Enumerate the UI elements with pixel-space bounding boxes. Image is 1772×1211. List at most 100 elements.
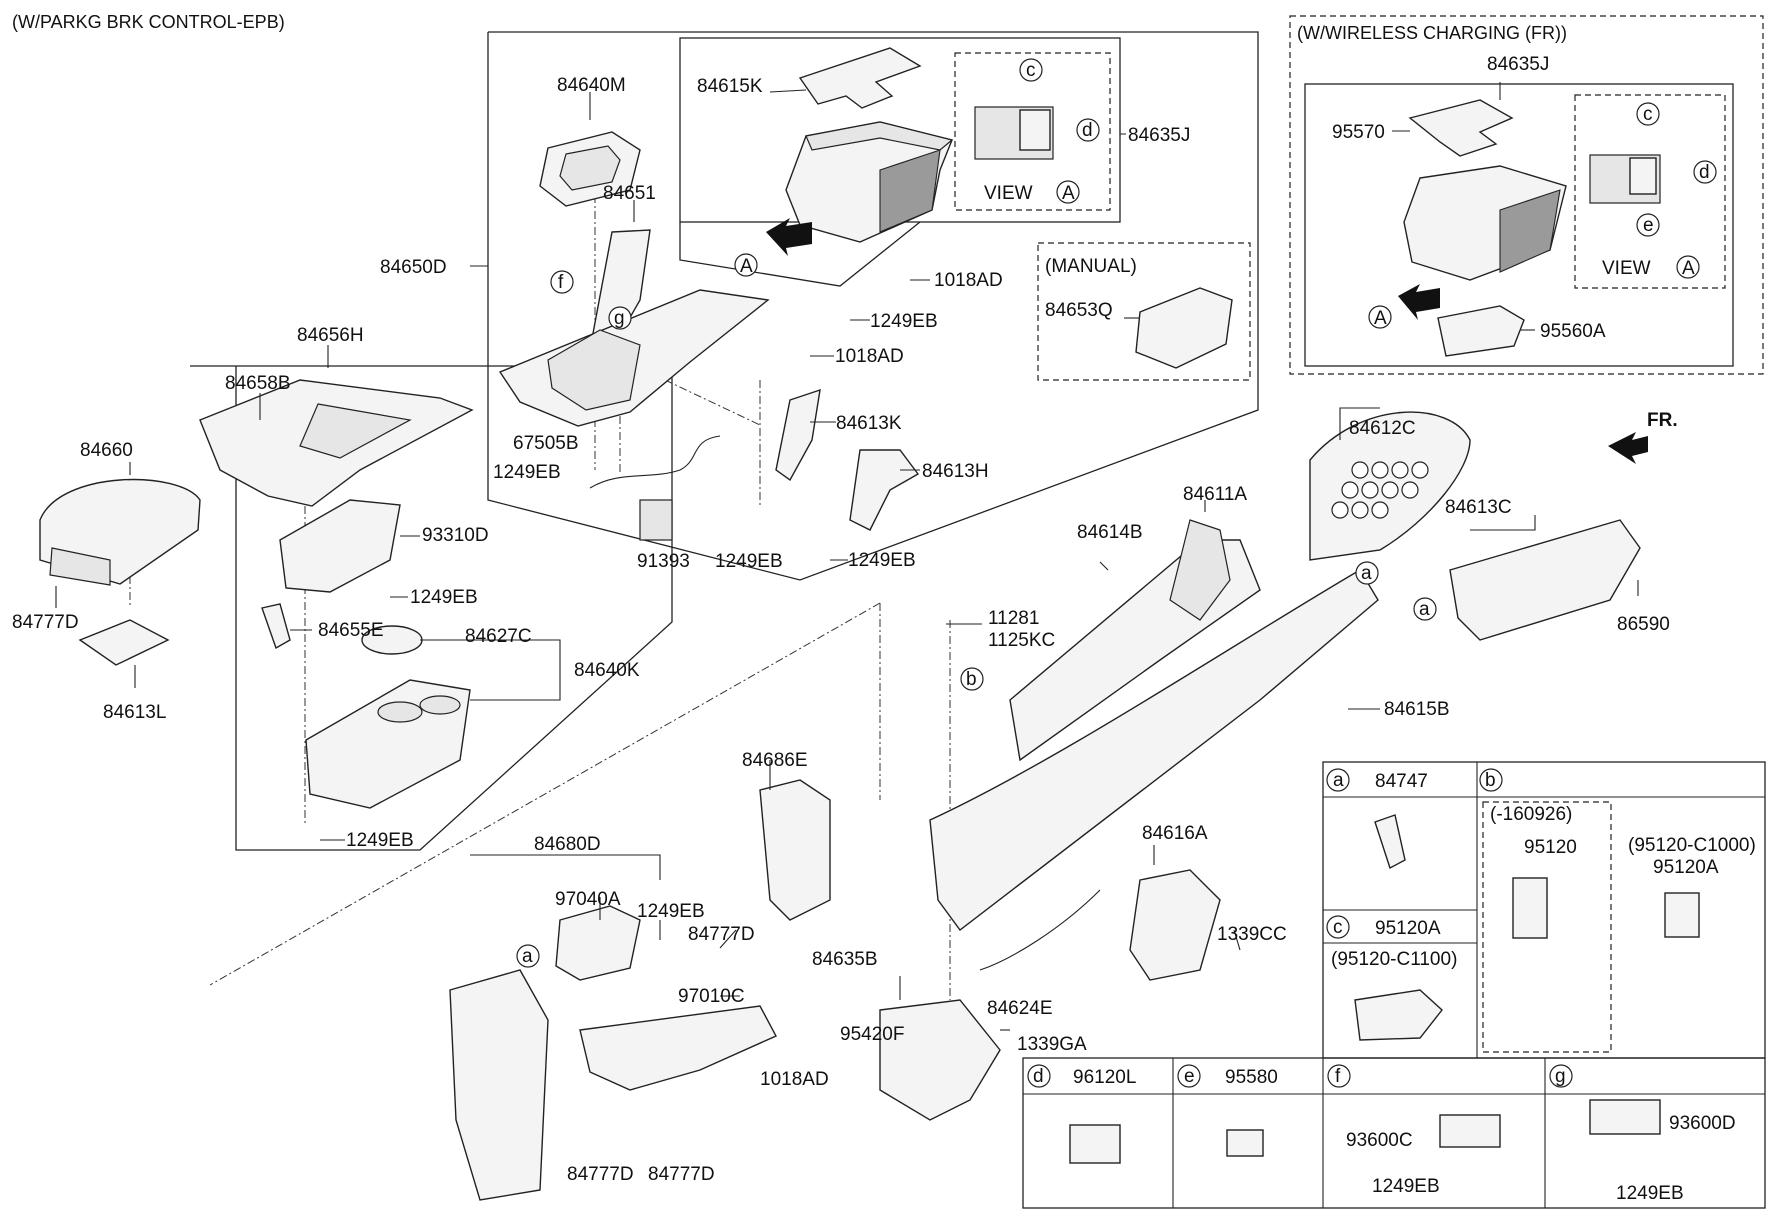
arrow-view-a-main: [766, 218, 812, 256]
part-84613h: [849, 449, 920, 531]
table-f-screw: 1249EB: [1372, 1176, 1440, 1197]
arrow-a-circle-wireless: [1368, 305, 1392, 329]
label-fr: FR.: [1647, 410, 1678, 431]
part-84615k: [798, 47, 922, 109]
label-84660: 84660: [80, 440, 133, 461]
label-1339cc: 1339CC: [1217, 924, 1287, 945]
table-c-variant: (95120-C1100): [1331, 949, 1457, 970]
group-84635j-tail: [679, 221, 921, 287]
label-84616a: 84616A: [1142, 823, 1208, 844]
label-1018ad-a: 1018AD: [934, 270, 1003, 291]
label-1249eb-e: 1249EB: [410, 587, 478, 608]
label-97010c: 97010C: [678, 986, 745, 1007]
svg-text:c: c: [1026, 60, 1036, 81]
view-a-letter-wireless: A: [1682, 258, 1695, 279]
label-84635b: 84635B: [812, 949, 878, 970]
table-d-usb-icon: [1069, 1124, 1121, 1164]
arrow-a-letter-main: A: [740, 256, 753, 277]
table-b-part2: 95120A: [1653, 857, 1719, 878]
label-84680d: 84680D: [534, 834, 601, 855]
part-84655e: [261, 603, 291, 650]
arrow-a-circle-main: [734, 253, 758, 277]
label-manual: (MANUAL): [1045, 256, 1137, 277]
wireless-dashed-box: [1289, 15, 1764, 375]
arrow-view-a-wireless: [1398, 284, 1440, 320]
table-g-part: 93600D: [1669, 1113, 1736, 1134]
svg-text:e: e: [1643, 215, 1654, 236]
label-84686e: 84686E: [742, 750, 808, 771]
label-84640m: 84640M: [557, 75, 626, 96]
label-84624e: 84624E: [987, 998, 1053, 1019]
svg-text:c: c: [1333, 917, 1343, 938]
label-1018ad-c: 1018AD: [760, 1069, 829, 1090]
label-1249eb-d: 1249EB: [848, 550, 916, 571]
label-95570: 95570: [1332, 122, 1385, 143]
label-95420f: 95420F: [840, 1024, 904, 1045]
table-f-switch-icon: [1439, 1114, 1501, 1148]
label-84635j-main: 84635J: [1128, 125, 1190, 146]
label-95560a: 95560A: [1540, 321, 1606, 342]
part-84624e: [979, 889, 1101, 971]
label-84653q: 84653Q: [1045, 300, 1113, 321]
view-a-label-wireless: VIEW: [1602, 258, 1651, 279]
view-a-circle-main: [1056, 180, 1080, 204]
manual-box: [1037, 242, 1251, 381]
label-67505b: 67505B: [513, 433, 579, 454]
label-84612c: 84612C: [1349, 418, 1416, 439]
leader-lines: [55, 82, 1639, 1031]
wireless-view-a-box: [1574, 94, 1726, 289]
label-1249eb-a: 1249EB: [870, 311, 938, 332]
label-84613l: 84613L: [103, 702, 166, 723]
table-b-date: (-160926): [1490, 804, 1572, 825]
part-84613k: [775, 388, 821, 482]
label-84613h: 84613H: [922, 461, 989, 482]
part-84635j-tray: [785, 121, 954, 243]
leader-diag-1: [664, 379, 761, 426]
label-1249eb-f: 1249EB: [346, 830, 414, 851]
label-84615b: 84615B: [1384, 699, 1450, 720]
svg-text:d: d: [1699, 162, 1710, 183]
table-g-screw: 1249EB: [1616, 1183, 1684, 1204]
label-1249eb-b: 1249EB: [493, 462, 561, 483]
part-84635j-wireless: [1403, 165, 1567, 281]
part-84650d: [498, 289, 770, 427]
table-c-usb-icon: [1354, 989, 1443, 1041]
label-11281: 11281: [988, 608, 1039, 629]
part-84635b: [879, 999, 1001, 1121]
svg-text:a: a: [1333, 770, 1344, 791]
label-84777d-d: 84777D: [648, 1164, 715, 1185]
part-91393-wire: [589, 435, 721, 489]
label-84650d: 84650D: [380, 257, 447, 278]
part-84686e: [759, 779, 831, 921]
svg-text:b: b: [1485, 770, 1496, 791]
view-a-label-main: VIEW: [984, 183, 1033, 204]
wireless-inner-box: [1304, 83, 1734, 367]
label-84613k: 84613K: [836, 413, 902, 434]
table-c-part: 95120A: [1375, 918, 1441, 939]
parts-table: a 84747 b c 95120A (95120-C1100) (-16092…: [1022, 761, 1766, 1209]
part-labels: 84640M 84615K 84635J 84651 84650D 1018AD…: [12, 23, 1678, 1185]
part-84640m: [539, 131, 641, 207]
svg-text:g: g: [1555, 1066, 1566, 1087]
label-84635j-wireless: 84635J: [1487, 54, 1549, 75]
part-84680d: [449, 969, 549, 1201]
label-97040a: 97040A: [555, 889, 621, 910]
table-g-switch-icon: [1589, 1099, 1661, 1135]
table-d-part: 96120L: [1073, 1067, 1136, 1088]
label-84611a: 84611A: [1183, 484, 1247, 505]
part-91393-switch: [639, 499, 673, 541]
svg-text:d: d: [1082, 120, 1093, 141]
view-a-letter-main: A: [1062, 183, 1075, 204]
label-1249eb-g: 1249EB: [637, 901, 705, 922]
label-84651: 84651: [603, 183, 656, 204]
table-a-clip-icon: [1374, 814, 1406, 870]
part-84640k: [305, 679, 471, 809]
label-84614b: 84614B: [1077, 522, 1143, 543]
svg-text:e: e: [1184, 1066, 1195, 1087]
label-86590: 86590: [1617, 614, 1670, 635]
svg-text:g: g: [614, 308, 625, 329]
part-95560a: [1437, 305, 1525, 357]
label-84613c: 84613C: [1445, 497, 1512, 518]
label-84627c: 84627C: [465, 626, 532, 647]
fr-arrow-icon: [1608, 432, 1648, 464]
